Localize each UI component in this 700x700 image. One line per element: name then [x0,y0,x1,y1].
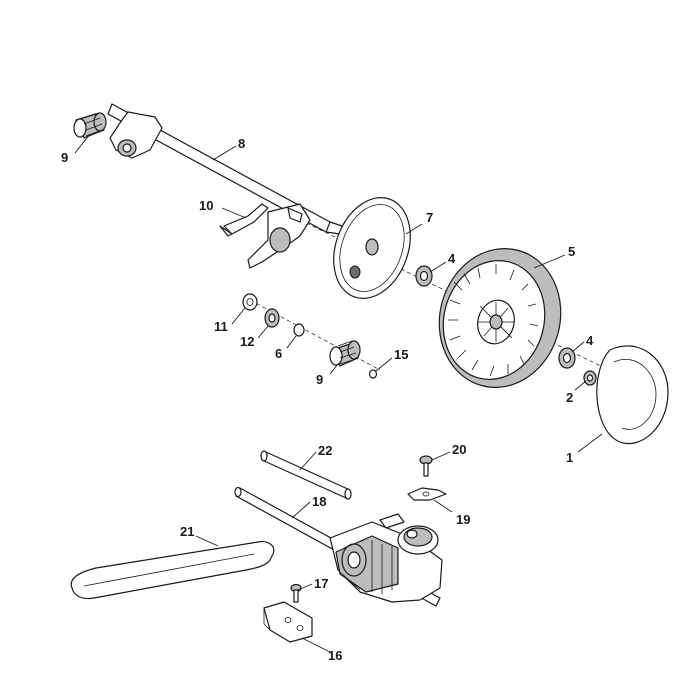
callout-18: 18 [312,494,326,509]
wheel-cap-part-1 [596,345,669,445]
pinion-gear-part-9-lower [329,340,361,367]
callout-leaders [74,133,603,653]
nut-part-2 [583,370,597,386]
callout-10: 10 [199,198,213,213]
callout-4-lower: 4 [586,333,594,348]
callout-9-lower: 9 [316,372,323,387]
wheel-disc-part-7 [333,197,411,299]
callout-12: 12 [240,334,254,349]
bearing-part-4-lower [558,347,576,369]
drive-belt-part-21 [70,541,275,600]
callout-5: 5 [568,244,575,259]
callout-7: 7 [426,210,433,225]
rod-part-22 [260,450,352,500]
bracket-plate-part-16 [263,601,313,643]
lever-part-10 [219,203,269,237]
bracket-part-19 [407,487,447,501]
callout-21: 21 [180,524,194,539]
callout-1: 1 [566,450,573,465]
callout-8: 8 [238,136,245,151]
callout-2: 2 [566,390,573,405]
callout-15: 15 [394,347,408,362]
callout-9-upper: 9 [61,150,68,165]
callout-11: 11 [214,319,228,334]
callout-17: 17 [314,576,328,591]
callout-19: 19 [456,512,470,527]
bearing-part-4-upper [415,265,433,287]
screw-part-17 [290,583,302,603]
washer-part-11 [242,293,258,311]
callout-16: 16 [328,648,342,663]
axle-shaft-part-8 [107,103,343,269]
callout-22: 22 [318,443,332,458]
pinion-gear-part-9-upper [73,112,107,139]
callout-6: 6 [275,346,282,361]
circlip-part-6 [293,323,305,337]
callout-20: 20 [452,442,466,457]
callout-labels: 1 2 4 4 5 6 7 8 9 9 10 11 12 15 16 17 18… [61,136,594,663]
screw-part-20 [419,455,433,477]
bushing-part-12 [264,308,280,328]
wheel-part-5 [438,248,562,388]
callout-4-upper: 4 [448,251,456,266]
gearbox [329,513,443,603]
clip-part-15 [368,369,378,379]
